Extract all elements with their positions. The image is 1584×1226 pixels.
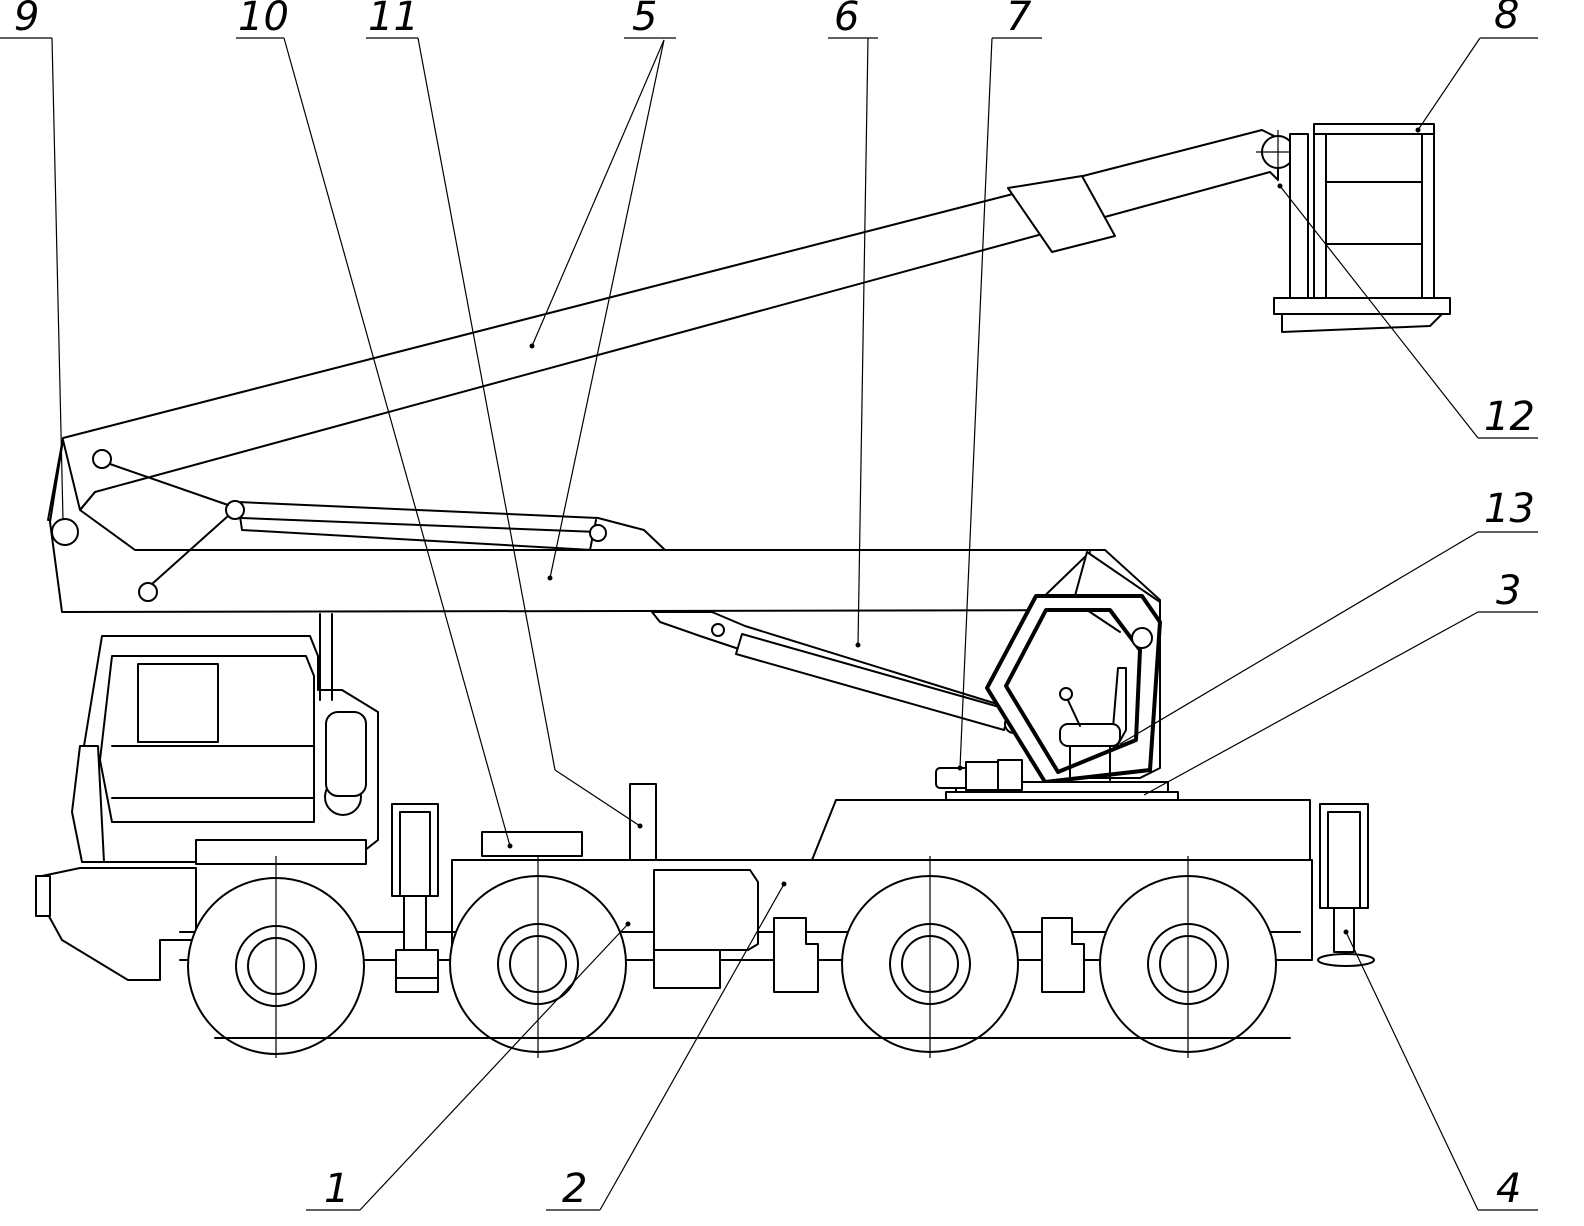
callout-13: 13 — [1484, 486, 1535, 532]
callout-3: 3 — [1496, 568, 1521, 614]
lower-boom — [49, 439, 1161, 613]
rear-outrigger — [1317, 803, 1375, 967]
front-outrigger — [391, 803, 439, 993]
callout-11: 11 — [368, 0, 419, 40]
turret-cabin — [985, 551, 1162, 784]
callout-4: 4 — [1496, 1166, 1521, 1212]
wheels — [187, 856, 1291, 1058]
callout-6: 6 — [834, 0, 859, 40]
work-basket — [1273, 123, 1451, 333]
callout-10: 10 — [238, 0, 289, 40]
truck-cab — [71, 613, 379, 865]
callout-12: 12 — [1484, 394, 1535, 440]
turntable — [935, 759, 1179, 861]
callout-1: 1 — [324, 1166, 349, 1212]
leader-lines — [0, 37, 1538, 1211]
callout-9: 9 — [14, 0, 39, 40]
callout-2: 2 — [562, 1166, 587, 1212]
callout-7: 7 — [1006, 0, 1032, 40]
callout-8: 8 — [1494, 0, 1519, 38]
callout-labels: 9 10 11 5 6 7 8 12 13 3 4 1 2 — [14, 0, 1535, 1212]
upper-boom — [47, 129, 1300, 521]
lift-cylinder — [651, 611, 1024, 734]
callout-5: 5 — [632, 0, 657, 40]
